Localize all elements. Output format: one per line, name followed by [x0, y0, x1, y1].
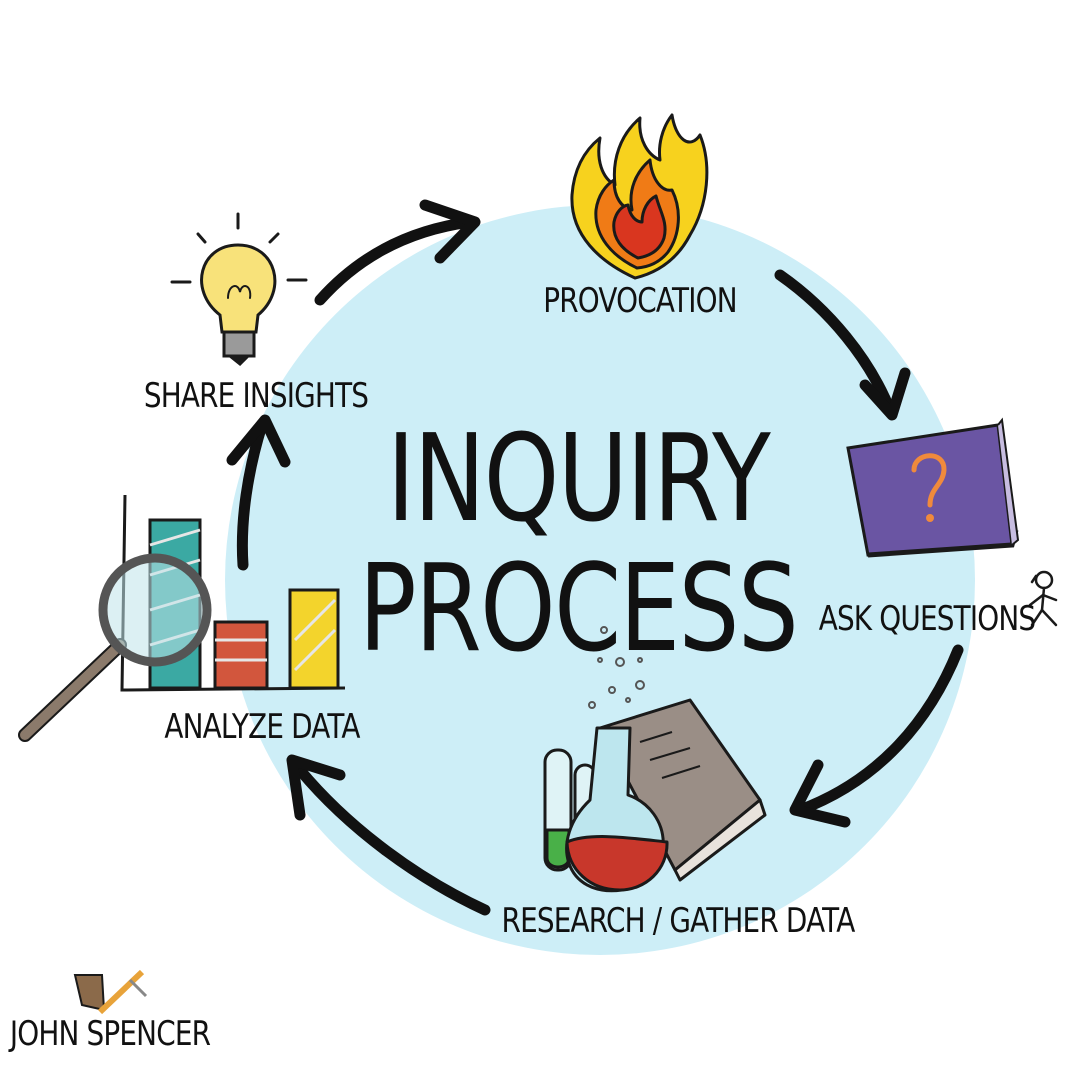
arrow-research-to-analyze [286, 754, 491, 916]
arrow-questions-to-research [789, 644, 964, 828]
background-circle [225, 205, 975, 955]
step-label-analyze-data: ANALYZE DATA [164, 707, 360, 746]
cycle-arrows [226, 199, 964, 916]
diagram-title-line1: INQUIRY [387, 408, 771, 548]
lightbulb-icon [170, 212, 308, 367]
author-logo-icon [73, 969, 148, 1015]
step-label-ask-questions: ASK QUESTIONS [819, 599, 1036, 638]
step-label-research: RESEARCH / GATHER DATA [502, 901, 855, 940]
bubbles-icon [588, 626, 645, 709]
arrow-analyze-to-share [226, 414, 291, 571]
step-label-share-insights: SHARE INSIGHTS [144, 376, 368, 415]
arrow-provocation-to-questions [774, 269, 911, 421]
stick-figure-icon [1028, 570, 1058, 627]
arrow-share-to-provocation [314, 199, 481, 306]
lab-flasks-book-icon [543, 698, 767, 893]
question-sign-icon [846, 417, 1020, 558]
diagram-title-line2: PROCESS [359, 538, 797, 678]
bar-chart-magnifier-icon [18, 494, 346, 742]
step-label-provocation: PROVOCATION [543, 281, 736, 320]
flame-icon [570, 113, 709, 280]
author-name: JOHN SPENCER [8, 1014, 210, 1053]
